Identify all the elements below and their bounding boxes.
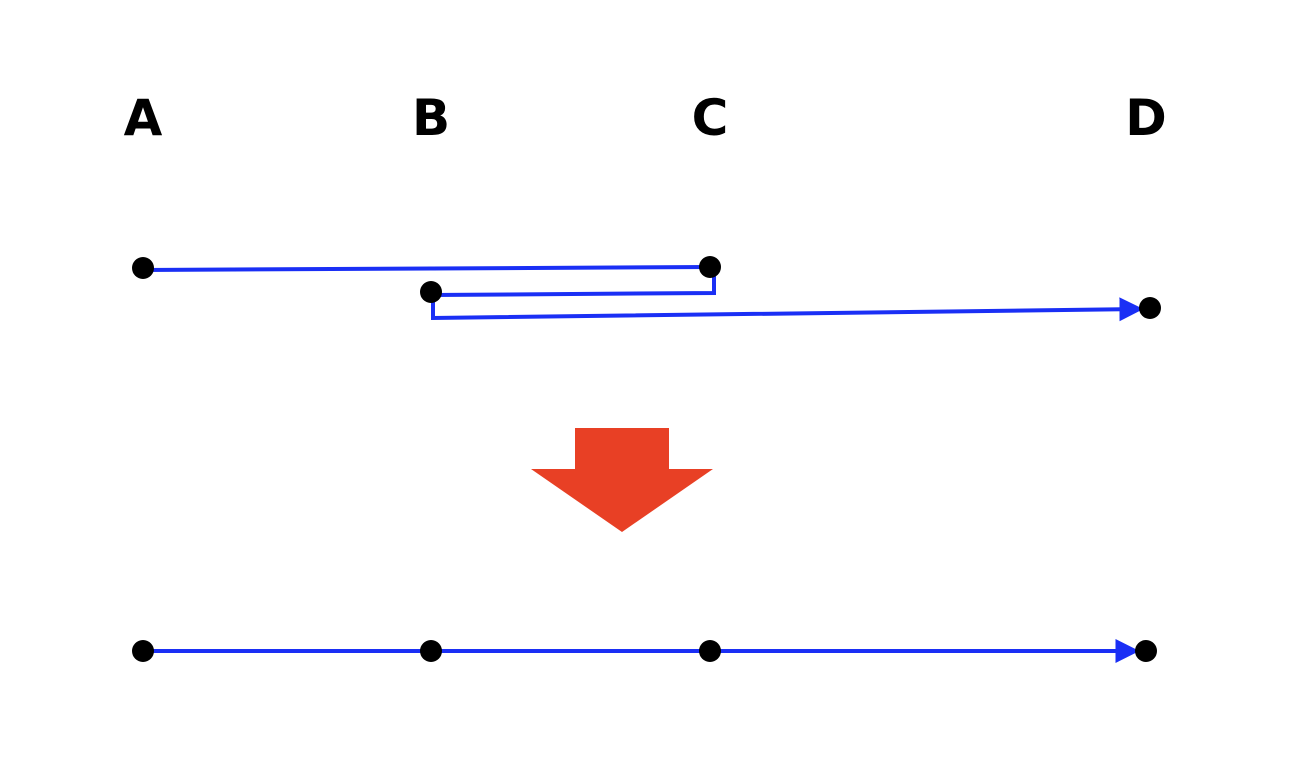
before-path — [142, 265, 1144, 322]
before-point-b — [420, 281, 442, 303]
down-arrow-icon — [531, 428, 713, 532]
before-point-d — [1139, 297, 1161, 319]
before-route — [132, 256, 1161, 322]
before-point-c — [699, 256, 721, 278]
before-point-a — [132, 257, 154, 279]
after-route — [132, 639, 1157, 663]
label-a: A — [124, 89, 163, 147]
label-b: B — [412, 89, 450, 147]
after-point-a — [132, 640, 154, 662]
after-point-c — [699, 640, 721, 662]
label-d: D — [1125, 89, 1167, 147]
label-c: C — [692, 89, 729, 147]
after-point-d — [1135, 640, 1157, 662]
after-point-b — [420, 640, 442, 662]
